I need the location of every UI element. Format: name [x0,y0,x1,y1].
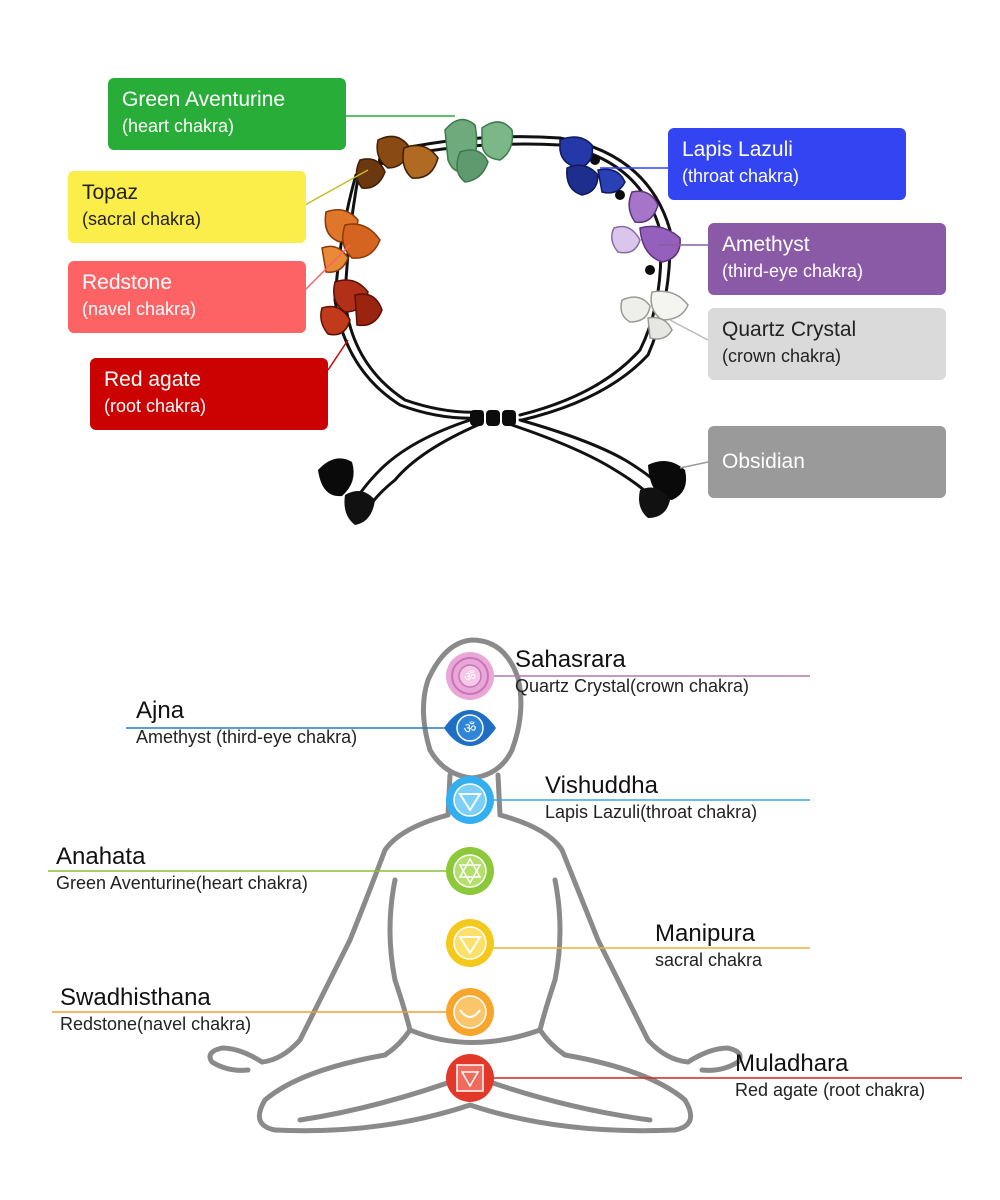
stone-quartz-crystal [620,290,689,340]
third-eye-chakra-icon: ॐ [444,710,496,746]
meditating-figure: ॐ ॐ [48,637,962,1134]
chakra-desc: Red agate (root chakra) [735,1080,926,1100]
stone-topaz [355,135,439,189]
stone-chakra: (throat chakra) [682,166,800,186]
heart-chakra-icon [446,847,494,895]
label-quartz-crystal: Quartz Crystal (crown chakra) [708,308,946,380]
stone-chakra: (crown chakra) [722,346,842,366]
stone-chakra: (sacral chakra) [82,209,202,229]
stone-chakra: (third-eye chakra) [722,261,864,281]
throat-chakra-icon [446,776,494,824]
stone-name: Red agate [104,368,201,391]
stone-chakra: (root chakra) [104,396,207,416]
chakra-label-sahasrara: Sahasrara Quartz Crystal(crown chakra) [515,646,749,698]
stone-name: Amethyst [722,233,810,256]
chakra-name: Anahata [56,843,146,870]
chakra-label-ajna: Ajna Amethyst (third-eye chakra) [136,697,357,749]
bracelet-leader-lines [304,115,709,469]
stone-name: Obsidian [722,450,805,473]
chakra-label-swadhisthana: Swadhisthana Redstone(navel chakra) [60,984,251,1036]
label-red-agate: Red agate (root chakra) [90,358,328,430]
stone-obsidian [318,458,687,525]
stone-redstone [321,209,381,273]
chakra-desc: sacral chakra [655,950,763,970]
stone-name: Green Aventurine [122,88,286,111]
chakra-label-manipura: Manipura sacral chakra [655,920,762,972]
chakra-name: Manipura [655,920,756,947]
chakra-leader-lines [48,675,962,1079]
chakra-label-muladhara: Muladhara Red agate (root chakra) [735,1050,925,1102]
crown-chakra-icon: ॐ [446,652,494,700]
chakra-name: Vishuddha [545,772,658,799]
body-outline [259,772,691,1065]
stone-name: Quartz Crystal [722,318,857,341]
stone-green-aventurine [444,118,514,183]
label-green-aventurine: Green Aventurine (heart chakra) [108,78,346,150]
om-symbol: ॐ [464,670,476,685]
chakra-label-anahata: Anahata Green Aventurine(heart chakra) [56,843,308,895]
label-obsidian: Obsidian [708,426,946,498]
sacral-chakra-icon [446,988,494,1036]
solar-plexus-chakra-icon [446,919,494,967]
stone-chakra: (navel chakra) [82,299,197,319]
stone-name: Lapis Lazuli [682,138,793,161]
chakra-label-vishuddha: Vishuddha Lapis Lazuli(throat chakra) [545,772,757,824]
left-hand [207,1045,265,1073]
label-lapis-lazuli: Lapis Lazuli (throat chakra) [668,128,906,200]
chakra-name: Ajna [136,697,185,724]
chakra-name: Sahasrara [515,646,626,673]
chakra-desc: Redstone(navel chakra) [60,1014,252,1034]
stone-lapis-lazuli [559,136,626,196]
stone-name: Redstone [82,271,172,294]
chakra-desc: Amethyst (third-eye chakra) [136,727,358,747]
chakra-name: Muladhara [735,1050,849,1077]
root-chakra-icon [446,1054,494,1102]
label-redstone: Redstone (navel chakra) [68,261,306,333]
stone-name: Topaz [82,181,139,204]
chakra-desc: Quartz Crystal(crown chakra) [515,676,750,696]
chakra-desc: Green Aventurine(heart chakra) [56,873,308,893]
chakra-name: Swadhisthana [60,984,211,1011]
stone-red-agate [320,279,383,336]
right-hand [685,1045,743,1073]
chakra-desc: Lapis Lazuli(throat chakra) [545,802,758,822]
label-topaz: Topaz (sacral chakra) [68,171,306,243]
bracelet-illustration [304,115,709,525]
label-amethyst: Amethyst (third-eye chakra) [708,223,946,295]
om-symbol: ॐ [464,721,477,737]
stone-amethyst [611,190,681,263]
stone-chakra: (heart chakra) [122,116,235,136]
legs-outline [256,1052,694,1134]
